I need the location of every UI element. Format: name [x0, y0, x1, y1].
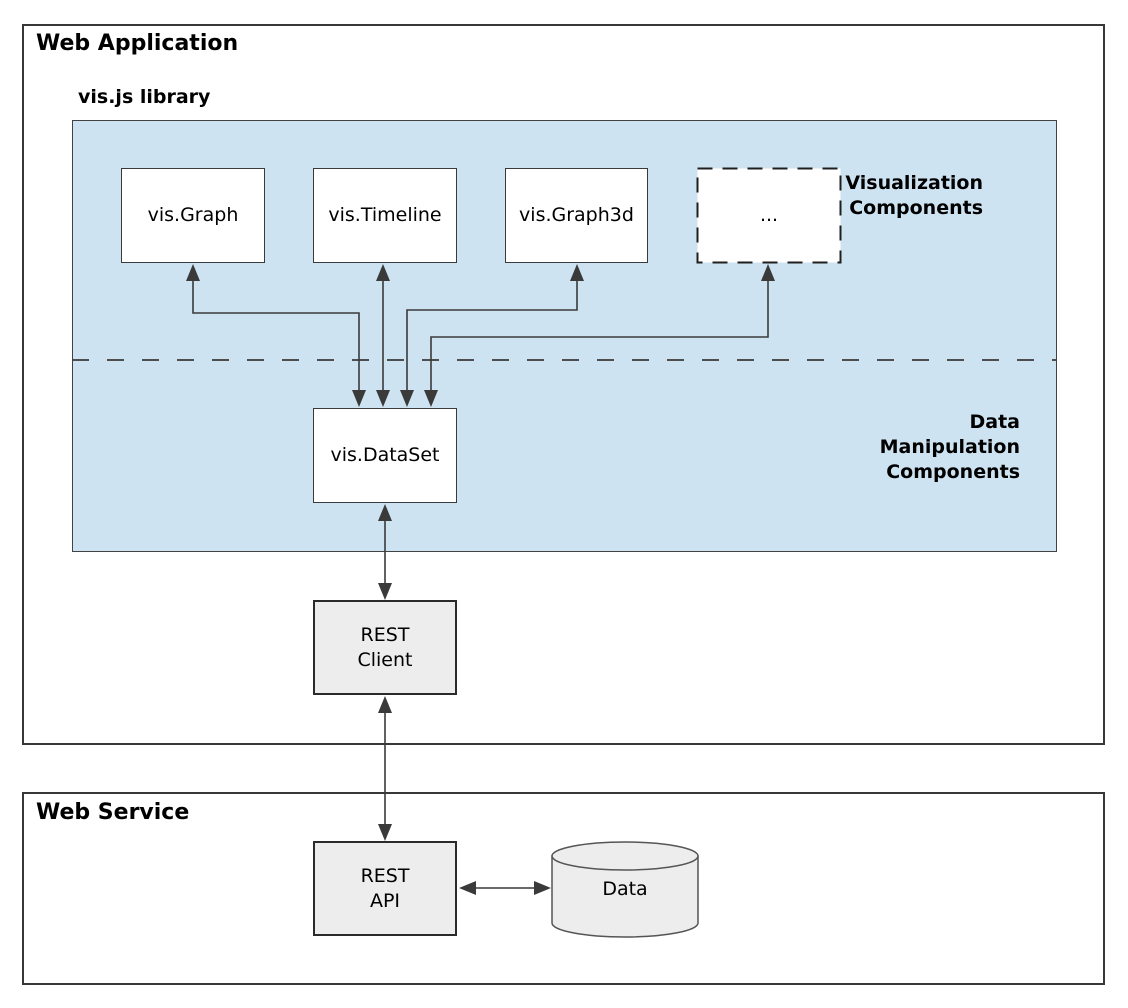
- more-components-box: ...: [759, 204, 779, 226]
- web-application-container: [22, 24, 1105, 745]
- visjs-library-title: vis.js library: [78, 86, 211, 108]
- data-manipulation-components-label: Data Manipulation Components: [879, 411, 1020, 483]
- vis-timeline-box: vis.Timeline: [313, 168, 457, 263]
- visualization-components-label: Visualization Components: [845, 172, 983, 219]
- rest-api-box: REST API: [313, 841, 457, 936]
- rest-client-box: REST Client: [313, 600, 457, 695]
- web-application-title: Web Application: [36, 31, 239, 56]
- web-service-container: [22, 792, 1105, 985]
- vis-graph-box: vis.Graph: [121, 168, 265, 263]
- web-service-title: Web Service: [36, 800, 190, 825]
- vis-graph3d-box: vis.Graph3d: [505, 168, 648, 263]
- data-store-label: Data: [602, 877, 648, 900]
- vis-dataset-box: vis.DataSet: [313, 408, 457, 503]
